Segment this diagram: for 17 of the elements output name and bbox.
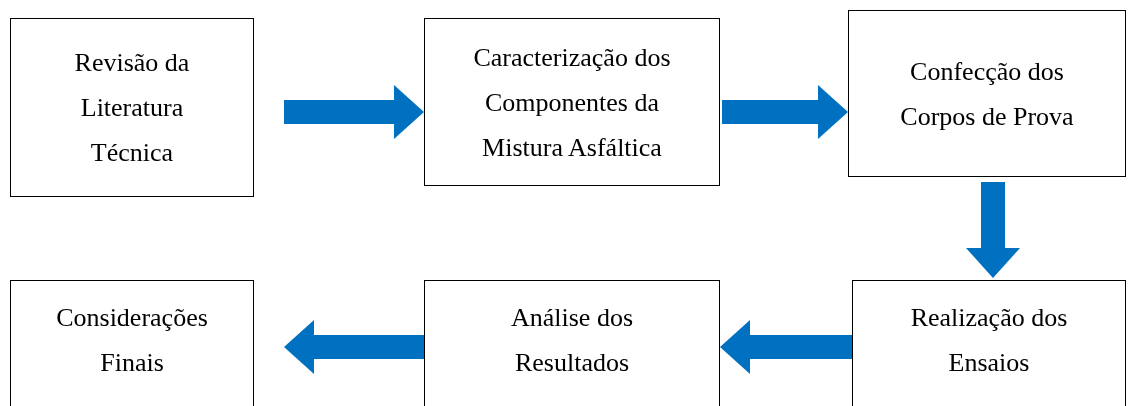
process-box xyxy=(424,18,720,186)
box-text: Considerações Finais xyxy=(55,302,209,379)
block-arrow xyxy=(284,320,424,374)
box-text: Revisão da Literatura Técnica xyxy=(73,47,191,169)
process-box xyxy=(848,10,1126,177)
box-text: Confecção dos Corpos de Prova xyxy=(899,55,1075,133)
block-arrow xyxy=(284,85,424,139)
box-text: Análise dos Resultados xyxy=(509,302,634,379)
process-box xyxy=(10,280,254,406)
box-text: Caracterização dos Componentes da Mistura Asfáltica xyxy=(472,41,672,164)
process-box xyxy=(424,280,720,406)
block-arrow xyxy=(720,320,852,374)
process-box xyxy=(10,18,254,197)
box-text: Realização dos Ensaios xyxy=(909,302,1069,379)
process-box xyxy=(852,280,1126,406)
block-arrow xyxy=(722,85,848,139)
block-arrow xyxy=(966,182,1020,278)
